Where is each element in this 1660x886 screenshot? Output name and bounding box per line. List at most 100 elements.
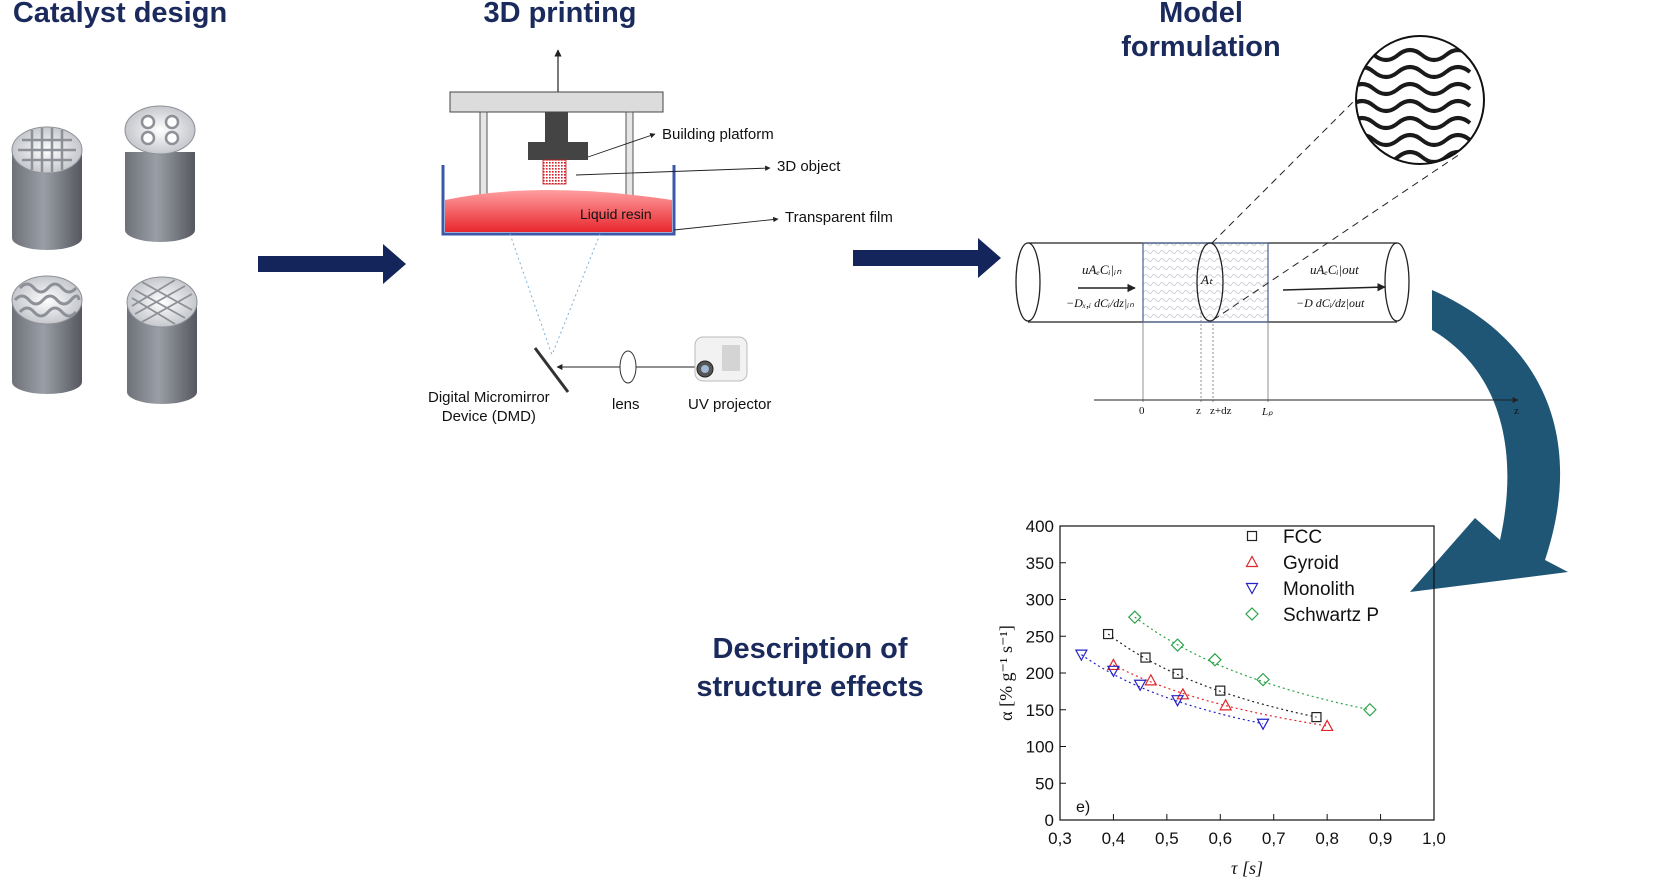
data-point-gyroid <box>1219 698 1233 711</box>
y-axis-label: α [% g⁻¹ s⁻¹] <box>996 625 1016 721</box>
y-tick-label: 200 <box>1026 664 1054 683</box>
x-tick-label: 0,9 <box>1369 829 1393 848</box>
label-flux-in-top: uAₑCᵢ|ᵢₙ <box>1082 262 1122 277</box>
heading-catalyst-design: Catalyst design <box>12 0 228 29</box>
catalyst-cylinder-monolith <box>126 276 198 404</box>
reactor-tube-model <box>1015 59 1519 403</box>
heading-3d-printing: 3D printing <box>483 0 637 29</box>
label-flux-in-bottom: −Dₓ,ᵢ dCᵢ/dz|ᵢₙ <box>1066 296 1134 310</box>
heading-model-formulation: Model formulation <box>1086 0 1316 64</box>
trend-line-monolith <box>1081 654 1264 725</box>
label-liquid-resin: Liquid resin <box>580 206 652 222</box>
data-point-monolith <box>1074 649 1088 662</box>
dmd-mirror <box>533 347 570 393</box>
catalyst-cylinder-schwartz <box>124 105 196 242</box>
catalyst-segment <box>1143 243 1268 322</box>
data-point-schwartz-p <box>1208 652 1222 667</box>
label-transparent-film: Transparent film <box>785 209 893 226</box>
label-dmd-line1: Digital Micromirror <box>428 389 550 406</box>
y-tick-label: 300 <box>1026 591 1054 610</box>
label-area: Aₜ <box>1201 272 1213 287</box>
y-tick-label: 250 <box>1026 627 1054 646</box>
y-tick-label: 0 <box>1045 811 1054 830</box>
x-tick-label: 0,3 <box>1048 829 1072 848</box>
catalyst-cylinder-gyroid <box>11 275 83 394</box>
label-lens: lens <box>612 396 640 413</box>
legend-label-gyroid: Gyroid <box>1283 553 1339 574</box>
y-tick-label: 100 <box>1026 738 1054 757</box>
label-axis-0: 0 <box>1139 405 1145 417</box>
building-platform <box>528 142 588 160</box>
data-point-monolith <box>1256 718 1270 731</box>
label-3d-object: 3D object <box>777 158 841 175</box>
data-point-fcc <box>1311 711 1322 723</box>
heading-description-line1: Description of <box>712 633 908 665</box>
data-point-schwartz-p <box>1127 610 1142 624</box>
data-point-monolith <box>1106 665 1120 678</box>
trend-line-schwartz-p <box>1134 616 1371 711</box>
panel-label: e) <box>1076 799 1090 816</box>
data-point-gyroid <box>1176 687 1190 700</box>
heading-description-line2: structure effects <box>696 671 924 703</box>
data-point-fcc <box>1172 668 1183 679</box>
cross-section-slice <box>1196 242 1224 322</box>
label-axis-z: z <box>1196 405 1201 417</box>
label-dmd-line2: Device (DMD) <box>441 408 536 425</box>
data-point-monolith <box>1133 679 1147 692</box>
zoom-structure-circle <box>1355 35 1485 165</box>
x-tick-label: 0,8 <box>1315 829 1339 848</box>
plot-frame <box>1059 525 1435 821</box>
heading-model-line1: Model <box>1159 0 1243 29</box>
arrow-printing-to-model <box>853 238 1001 278</box>
x-tick-label: 0,5 <box>1155 829 1179 848</box>
legend-marker-gyroid <box>1245 555 1259 568</box>
x-tick-label: 0,4 <box>1102 829 1126 848</box>
arrow-design-to-printing <box>258 244 406 284</box>
liquid-resin <box>445 190 672 232</box>
label-dmd: Digital Micromirror Device (DMD) <box>428 388 550 426</box>
label-uv-projector: UV projector <box>688 396 772 413</box>
uv-projector-icon <box>694 336 748 382</box>
x-tick-label: 0,7 <box>1262 829 1286 848</box>
legend-marker-monolith <box>1245 582 1259 595</box>
y-tick-label: 50 <box>1035 774 1054 793</box>
data-point-gyroid <box>1320 719 1334 732</box>
x-tick-label: 0,6 <box>1208 829 1232 848</box>
printer-illustration <box>441 49 779 393</box>
data-point-gyroid <box>1144 673 1158 686</box>
object-3d <box>542 159 567 185</box>
data-point-fcc <box>1215 685 1226 696</box>
label-axis-zdz: z+dz <box>1210 405 1232 417</box>
legend-marker-schwartz-p <box>1245 607 1259 621</box>
curved-arrow-model-to-results <box>1410 290 1568 592</box>
legend-label-monolith: Monolith <box>1283 579 1355 600</box>
heading-model-line2: formulation <box>1121 31 1281 63</box>
label-axis-end: z <box>1514 405 1519 417</box>
data-point-schwartz-p <box>1170 638 1185 652</box>
resin-vat <box>441 165 676 236</box>
legend-label-schwartz-p: Schwartz P <box>1283 605 1379 626</box>
lens-icon <box>619 350 637 384</box>
catalyst-cylinder-fcc <box>11 126 83 250</box>
trend-line-fcc <box>1107 633 1317 718</box>
x-tick-label: 1,0 <box>1422 829 1446 848</box>
label-flux-out-top: uAₑCᵢ|out <box>1310 262 1359 277</box>
y-tick-label: 400 <box>1026 517 1054 536</box>
data-point-fcc <box>1102 628 1114 640</box>
data-point-fcc <box>1140 652 1151 663</box>
legend-marker-fcc <box>1246 530 1258 542</box>
label-flux-out-bottom: −D dCᵢ/dz|out <box>1296 296 1365 310</box>
data-point-schwartz-p <box>1256 672 1270 687</box>
label-building-platform: Building platform <box>662 126 774 143</box>
heading-description: Description of structure effects <box>660 630 960 706</box>
data-point-schwartz-p <box>1363 702 1377 717</box>
data-point-gyroid <box>1106 658 1120 671</box>
x-axis-label: τ [s] <box>1231 858 1263 878</box>
y-tick-label: 150 <box>1026 701 1054 720</box>
legend-label-fcc: FCC <box>1283 527 1322 548</box>
label-axis-lp: Lₚ <box>1262 406 1273 418</box>
y-tick-label: 350 <box>1026 554 1054 573</box>
data-point-monolith <box>1171 695 1185 707</box>
